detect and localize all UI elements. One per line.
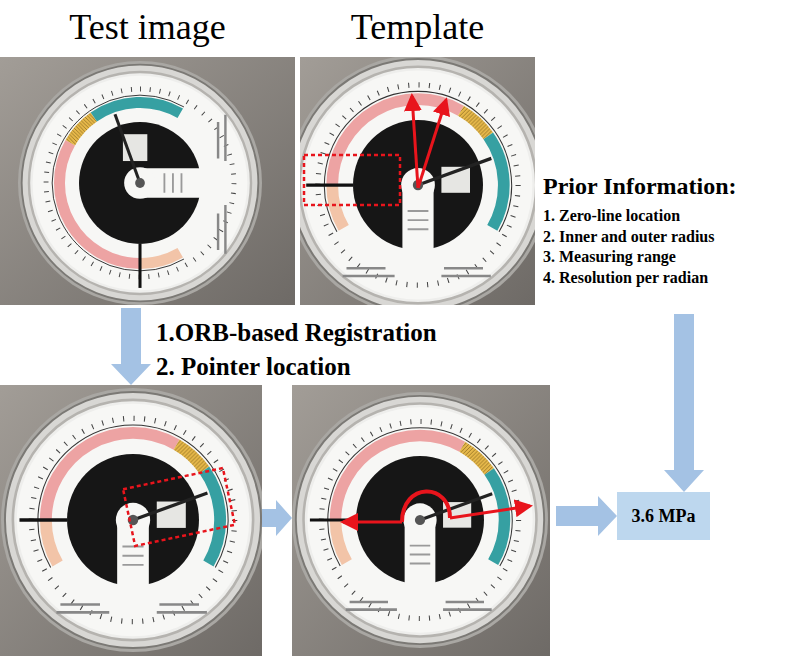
- info-item: 2. Inner and outer radius: [543, 227, 793, 248]
- reading-photo: [292, 385, 550, 656]
- info-item: 4. Resolution per radian: [543, 268, 793, 289]
- flow-arrow: [262, 500, 292, 536]
- red-arrow: [412, 96, 418, 188]
- step-label: 2. Pointer location: [156, 352, 351, 382]
- flow-arrow: [664, 314, 704, 492]
- registered-photo: [0, 385, 262, 656]
- red-arrow: [450, 506, 530, 518]
- pointer-box: [123, 468, 235, 546]
- info-block: Prior Information: 1. Zero-line location2…: [543, 172, 793, 314]
- info-item: 3. Measuring range: [543, 247, 793, 268]
- image-panel: Test image: [0, 57, 295, 305]
- flow-arrow: [556, 496, 617, 536]
- panel-heading: Template: [300, 5, 535, 49]
- step-label: 1.ORB-based Registration: [156, 318, 437, 348]
- result-box: 3.6 MPa: [617, 492, 710, 540]
- result-value: 3.6 MPa: [632, 506, 696, 527]
- flow-arrow: [111, 308, 151, 385]
- image-panel: Template: [300, 57, 535, 305]
- info-item: 1. Zero-line location: [543, 206, 793, 227]
- angle-arc: [402, 491, 450, 522]
- test-photo: [0, 57, 295, 305]
- red-arrow: [343, 521, 402, 524]
- panel-heading: Test image: [0, 5, 295, 49]
- red-arrow: [418, 100, 446, 188]
- zero-line-box: [304, 155, 400, 205]
- template-photo: [300, 57, 535, 305]
- info-heading: Prior Information:: [543, 172, 793, 200]
